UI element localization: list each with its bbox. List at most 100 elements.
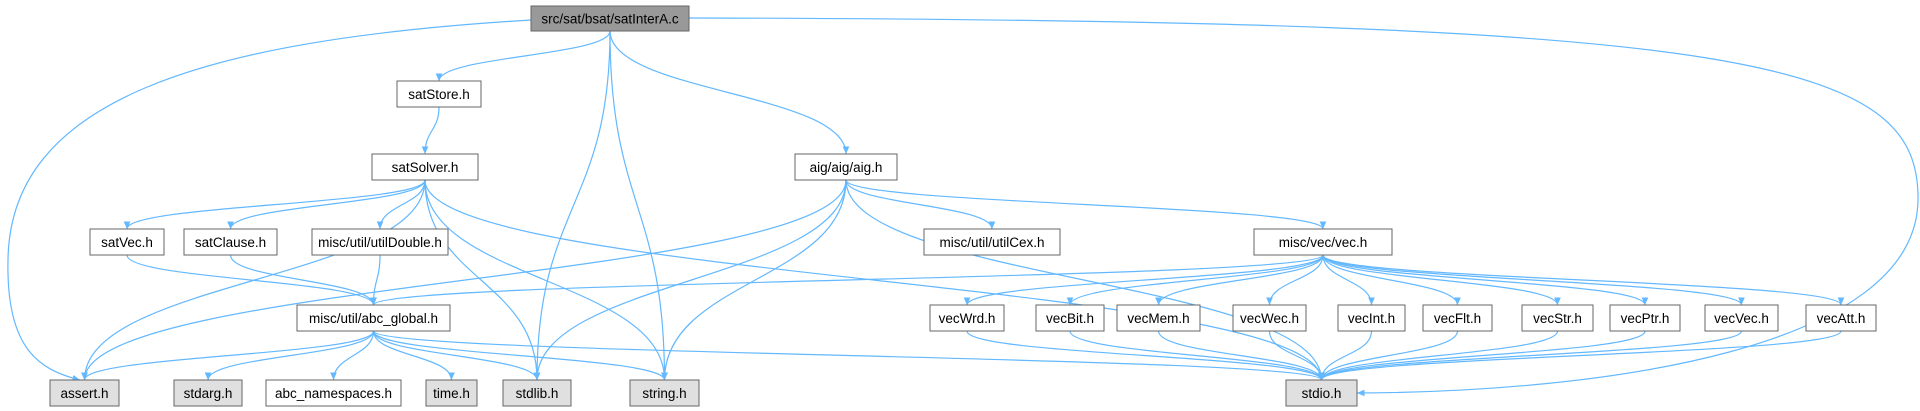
edge-vec-to-vecBit [1066, 254, 1324, 306]
node-vecWec[interactable]: vecWec.h [1232, 304, 1307, 332]
node-box-abc_namespaces [265, 379, 402, 407]
node-box-satStore [396, 80, 482, 108]
node-assert: assert.h [49, 379, 120, 407]
node-box-vec [1253, 228, 1393, 256]
node-box-vecInt [1337, 304, 1406, 332]
edge-aig-to-string [661, 179, 847, 381]
node-vecStr[interactable]: vecStr.h [1521, 304, 1594, 332]
node-box-stdlib [502, 379, 572, 407]
edge-satInterA-to-stdlib [533, 30, 611, 381]
node-box-vecPtr [1609, 304, 1681, 332]
node-label-satStore: satStore.h [408, 87, 470, 102]
node-vecInt[interactable]: vecInt.h [1337, 304, 1406, 332]
node-satSolver[interactable]: satSolver.h [371, 153, 479, 181]
node-box-satSolver [371, 153, 479, 181]
node-box-assert [49, 379, 120, 407]
node-box-vecWec [1232, 304, 1307, 332]
edge-abc_global-to-time [372, 330, 455, 381]
node-vecWrd[interactable]: vecWrd.h [929, 304, 1005, 332]
edge-aig-to-assert [81, 179, 847, 381]
node-box-utilDouble [311, 228, 449, 256]
node-box-vecBit [1035, 304, 1105, 332]
node-label-vecStr: vecStr.h [1533, 311, 1582, 326]
edge-satInterA-to-string [609, 30, 668, 381]
edge-vec-to-vecInt [1322, 254, 1375, 306]
node-label-vecInt: vecInt.h [1348, 311, 1395, 326]
node-label-abc_global: misc/util/abc_global.h [309, 311, 438, 326]
edge-vecStr-to-stdio [1318, 330, 1559, 381]
node-label-vecMem: vecMem.h [1127, 311, 1189, 326]
edge-satSolver-to-string [424, 179, 668, 381]
edge-satVec-to-abc_global [126, 254, 377, 306]
node-utilDouble[interactable]: misc/util/utilDouble.h [311, 228, 449, 256]
node-satInterA[interactable]: src/sat/bsat/satInterA.c [530, 5, 690, 32]
node-box-vecVec [1704, 304, 1779, 332]
node-box-vecWrd [929, 304, 1005, 332]
node-label-abc_namespaces: abc_namespaces.h [275, 386, 392, 401]
node-label-stdarg: stdarg.h [184, 386, 233, 401]
node-label-utilDouble: misc/util/utilDouble.h [318, 235, 442, 250]
node-label-satInterA: src/sat/bsat/satInterA.c [541, 12, 679, 27]
node-box-vecMem [1116, 304, 1201, 332]
edge-vecMem-to-stdio [1157, 330, 1325, 381]
edge-utilDouble-to-abc_global [370, 254, 381, 306]
node-vecPtr[interactable]: vecPtr.h [1609, 304, 1681, 332]
edge-abc_global-to-string [372, 330, 668, 381]
node-utilCex[interactable]: misc/util/utilCex.h [923, 228, 1061, 256]
node-label-vecWrd: vecWrd.h [939, 311, 996, 326]
node-label-vecFlt: vecFlt.h [1434, 311, 1481, 326]
node-aig[interactable]: aig/aig/aig.h [794, 153, 898, 181]
edge-satSolver-to-stdlib [424, 179, 541, 381]
node-vec[interactable]: misc/vec/vec.h [1253, 228, 1393, 256]
node-box-satClause [183, 228, 278, 256]
edge-satInterA-to-stdio [688, 17, 1919, 397]
node-string: string.h [629, 379, 700, 407]
node-label-vecVec: vecVec.h [1714, 311, 1769, 326]
node-label-aig: aig/aig/aig.h [810, 160, 883, 175]
edge-satInterA-to-assert [7, 19, 532, 382]
node-abc_global[interactable]: misc/util/abc_global.h [296, 304, 451, 332]
edge-abc_global-to-stdarg [204, 330, 375, 381]
edge-vecFlt-to-stdio [1318, 330, 1459, 381]
node-satVec[interactable]: satVec.h [89, 228, 165, 256]
node-label-vecAtt: vecAtt.h [1817, 311, 1866, 326]
node-vecAtt[interactable]: vecAtt.h [1805, 304, 1877, 332]
edge-vec-to-vecVec [1322, 254, 1745, 306]
node-box-stdarg [173, 379, 243, 407]
node-box-vecStr [1521, 304, 1594, 332]
edge-aig-to-utilCex [845, 179, 996, 230]
node-stdarg: stdarg.h [173, 379, 243, 407]
node-label-satClause: satClause.h [195, 235, 266, 250]
node-abc_namespaces[interactable]: abc_namespaces.h [265, 379, 402, 407]
node-label-satSolver: satSolver.h [392, 160, 459, 175]
node-satClause[interactable]: satClause.h [183, 228, 278, 256]
node-box-stdio [1285, 379, 1358, 407]
edge-satSolver-to-stdio [424, 179, 1325, 381]
edge-vecWrd-to-stdio [966, 330, 1325, 381]
edge-vec-to-vecWec [1266, 254, 1324, 306]
edge-satSolver-to-satVec [123, 179, 426, 230]
node-label-string: string.h [642, 386, 686, 401]
node-label-time: time.h [433, 386, 470, 401]
node-time: time.h [425, 379, 478, 407]
edge-abc_global-to-stdio [372, 330, 1325, 381]
edge-aig-to-vec [845, 179, 1327, 230]
edge-vec-to-abc_global [370, 254, 1324, 306]
edge-aig-to-stdlib [533, 179, 847, 381]
node-vecMem[interactable]: vecMem.h [1116, 304, 1201, 332]
node-box-string [629, 379, 700, 407]
node-label-vecPtr: vecPtr.h [1621, 311, 1670, 326]
node-vecVec[interactable]: vecVec.h [1704, 304, 1779, 332]
node-label-satVec: satVec.h [101, 235, 153, 250]
node-box-vecAtt [1805, 304, 1877, 332]
edge-vec-to-vecPtr [1322, 254, 1649, 306]
edge-satInterA-to-aig [609, 30, 850, 155]
edge-satSolver-to-utilDouble [376, 179, 426, 230]
node-stdlib: stdlib.h [502, 379, 572, 407]
node-vecBit[interactable]: vecBit.h [1035, 304, 1105, 332]
node-box-satInterA [530, 5, 690, 32]
node-satStore[interactable]: satStore.h [396, 80, 482, 108]
node-vecFlt[interactable]: vecFlt.h [1422, 304, 1493, 332]
edge-satClause-to-abc_global [229, 254, 377, 306]
